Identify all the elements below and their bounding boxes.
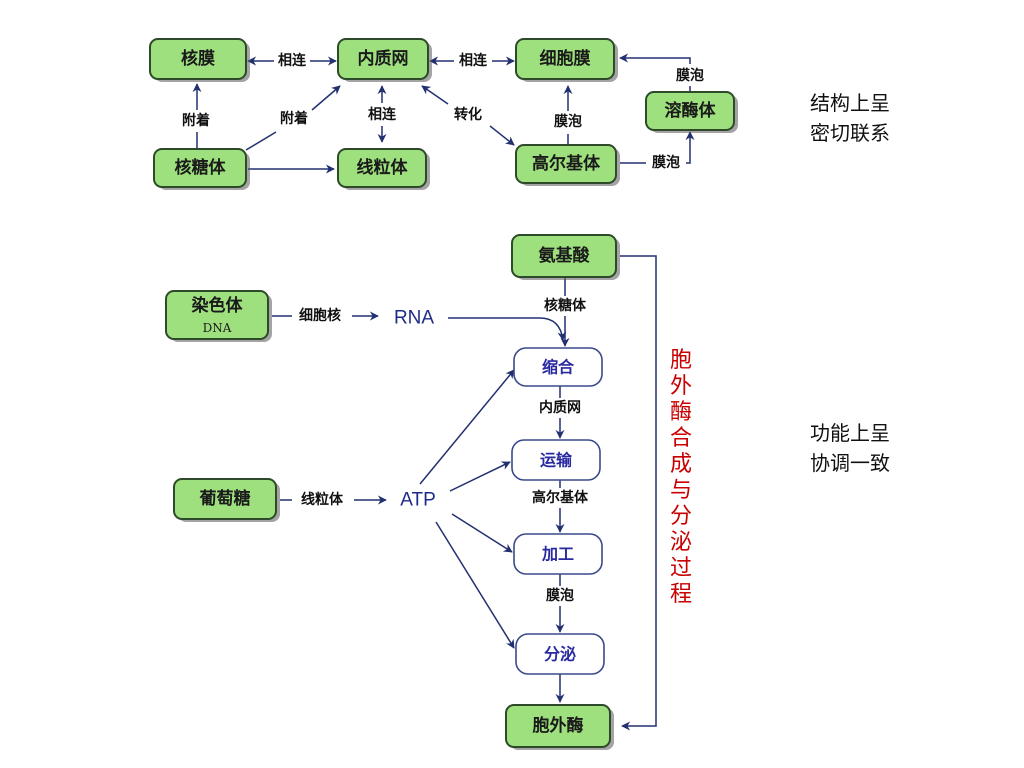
svg-text:内质网: 内质网: [358, 48, 409, 69]
bottom-note-line-1: 功能上呈: [810, 421, 890, 445]
svg-text:核膜: 核膜: [181, 48, 215, 69]
node-extracellular-enzyme: 胞外酶: [505, 704, 614, 750]
node-atp: ATP: [400, 490, 436, 511]
bottom-note-line-2: 协调一致: [810, 451, 890, 475]
top-note: 结构上呈 密切联系: [790, 88, 910, 148]
node-secrete: 分泌: [515, 633, 605, 675]
edge-label-connected-2: 相连: [459, 52, 488, 69]
svg-text:溶酶体: 溶酶体: [665, 100, 717, 121]
node-rna: RNA: [394, 308, 434, 329]
node-golgi: 高尔基体: [515, 144, 620, 186]
edge-label-attached-1: 附着: [182, 112, 210, 129]
svg-text:细胞膜: 细胞膜: [540, 48, 591, 69]
edge-label-transform: 转化: [454, 106, 482, 123]
svg-text:运输: 运输: [540, 451, 573, 470]
top-note-line-1: 结构上呈: [810, 91, 890, 115]
svg-text:胞外酶: 胞外酶: [533, 715, 584, 736]
bottom-connectors: [272, 255, 657, 731]
node-ribosome: 核糖体: [153, 148, 250, 190]
node-condense: 缩合: [513, 347, 603, 387]
edge-label-vesicle-1: 膜泡: [554, 113, 582, 130]
edge-label-vesicle: 膜泡: [546, 587, 574, 604]
svg-text:核糖体: 核糖体: [175, 157, 227, 178]
svg-text:氨基酸: 氨基酸: [539, 245, 591, 266]
svg-text:分泌: 分泌: [544, 645, 576, 664]
edge-label-connected-3: 相连: [368, 106, 397, 123]
node-amino-acid: 氨基酸: [511, 234, 620, 280]
vertical-process-label: 胞外酶合成与分泌过程: [669, 348, 692, 607]
edge-label-vesicle-2: 膜泡: [652, 154, 680, 171]
edge-label-golgi: 高尔基体: [532, 489, 589, 506]
svg-text:葡萄糖: 葡萄糖: [199, 488, 251, 509]
svg-text:缩合: 缩合: [542, 358, 575, 377]
svg-text:染色体: 染色体: [192, 295, 244, 316]
node-nuclear-membrane: 核膜: [149, 38, 250, 82]
svg-text:线粒体: 线粒体: [357, 157, 409, 178]
node-glucose: 葡萄糖: [173, 478, 280, 522]
node-lysosome: 溶酶体: [645, 91, 738, 133]
edge-label-mitochondria: 线粒体: [301, 491, 344, 508]
edge-label-ribosome: 核糖体: [544, 297, 587, 314]
edge-label-er: 内质网: [539, 399, 581, 416]
node-process: 加工: [513, 533, 603, 575]
dna-label: DNA: [203, 321, 232, 335]
edge-label-attached-2: 附着: [280, 110, 308, 127]
edge-label-nucleus: 细胞核: [299, 307, 341, 324]
edge-label-connected-1: 相连: [278, 52, 307, 69]
node-chromosome: 染色体 DNA: [165, 290, 272, 342]
svg-text:加工: 加工: [541, 545, 574, 564]
bottom-note: 功能上呈 协调一致: [790, 418, 910, 478]
svg-text:高尔基体: 高尔基体: [532, 153, 601, 174]
node-mitochondria: 线粒体: [337, 148, 430, 190]
top-connectors: [192, 53, 695, 174]
top-note-line-2: 密切联系: [810, 121, 890, 145]
node-transport: 运输: [511, 439, 601, 481]
node-cell-membrane: 细胞膜: [515, 38, 618, 82]
edge-label-vesicle-3: 膜泡: [676, 67, 704, 84]
node-endoplasmic-reticulum: 内质网: [337, 38, 432, 82]
